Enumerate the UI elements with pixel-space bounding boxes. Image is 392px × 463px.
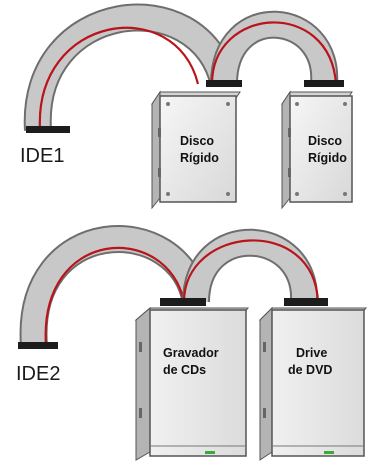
hd1-label-line1: Disco [180, 134, 214, 148]
hd2-label-line2: Rígido [308, 151, 347, 165]
hd2-cable-connector [304, 80, 344, 87]
hd1-cable-connector [206, 80, 242, 87]
ide2-port-connector [18, 342, 58, 349]
ide2-cable [19, 225, 320, 348]
ide1-cable [23, 3, 339, 131]
hard-drive-2: Disco Rígido [281, 90, 353, 210]
hd2-label-line1: Disco [308, 134, 342, 148]
cd-writer-drive: Gravador de CDs [134, 306, 250, 461]
dvd-drive: Drive de DVD [258, 306, 368, 461]
dvd-label-line2: de DVD [288, 363, 332, 377]
ide2-port-label: IDE2 [16, 363, 60, 385]
ide1-port-connector [26, 126, 70, 133]
dvd-cable-connector [284, 298, 328, 306]
cd-led-icon [205, 451, 215, 454]
cd-label-line1: Gravador [163, 346, 219, 360]
dvd-led-icon [324, 451, 334, 454]
cd-cable-connector [160, 298, 206, 306]
hard-drive-1: Disco Rígido [151, 90, 241, 210]
cd-label-line2: de CDs [163, 363, 206, 377]
hd1-label-line2: Rígido [180, 151, 219, 165]
dvd-label-line1: Drive [296, 346, 327, 360]
ide1-port-label: IDE1 [20, 145, 64, 167]
